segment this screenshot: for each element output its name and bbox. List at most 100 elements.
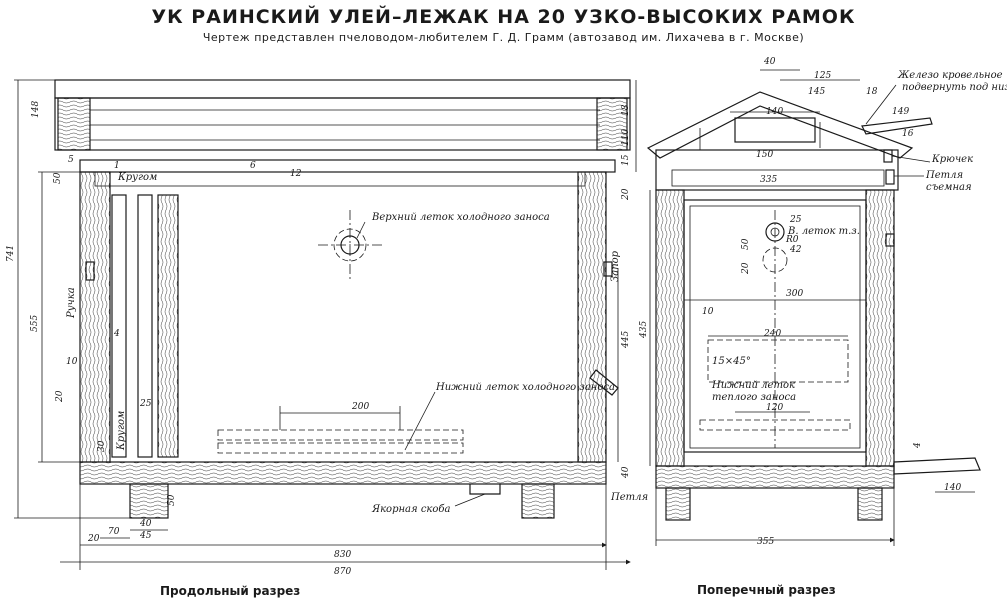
dim-c-149: 149 bbox=[892, 107, 909, 117]
dim-12: 12 bbox=[290, 169, 302, 179]
partition-board-2 bbox=[137, 194, 153, 458]
dim-4: 4 bbox=[113, 329, 120, 339]
label-lower-warm-2: теплого заноса bbox=[712, 392, 796, 403]
dim-c-300: 300 bbox=[786, 289, 803, 299]
label-upper-entrance: Верхний леток холодного заноса bbox=[371, 212, 550, 223]
end-wall-left bbox=[79, 171, 111, 463]
dim-c-4: 4 bbox=[913, 442, 923, 449]
caption-cross: Поперечный разрез bbox=[697, 583, 836, 597]
dim-c-435: 435 bbox=[639, 321, 649, 339]
label-removable-hinge-2: съемная bbox=[926, 182, 972, 193]
lid-end-right bbox=[596, 97, 628, 151]
dim-c-42: 42 bbox=[789, 245, 802, 255]
dim-c-335: 335 bbox=[760, 175, 777, 185]
dim-c-140: 140 bbox=[766, 107, 783, 117]
side-wall-left bbox=[655, 189, 685, 467]
dim-5: 5 bbox=[68, 155, 74, 165]
roof-iron bbox=[861, 117, 933, 135]
longitudinal-section: 741 555 148 50 5 1 6 12 200 25 10 20 4 3… bbox=[6, 79, 648, 577]
dim-length-inner: 830 bbox=[334, 550, 351, 560]
label-removable-hinge-1: Петля bbox=[925, 170, 963, 181]
dim-70: 70 bbox=[108, 527, 120, 537]
dim-c-25: 25 bbox=[789, 215, 802, 225]
dim-c-10: 10 bbox=[702, 307, 714, 317]
label-around-top: Кругом bbox=[117, 172, 157, 183]
dim-c-125: 125 bbox=[814, 71, 831, 81]
label-latch: Запор bbox=[610, 250, 621, 282]
partition-board-1 bbox=[111, 194, 127, 458]
dim-20b: 20 bbox=[87, 534, 100, 544]
dim-18: 18 bbox=[621, 104, 631, 116]
leg-right bbox=[521, 483, 555, 519]
drawing-title: УК РАИНСКИЙ УЛЕЙ–ЛЕЖАК НА 20 УЗКО-ВЫСОКИ… bbox=[151, 6, 856, 28]
frame-outline bbox=[683, 199, 867, 453]
lid-body bbox=[54, 97, 631, 151]
dim-c-145: 145 bbox=[808, 87, 825, 97]
dim-c-120: 120 bbox=[766, 403, 783, 413]
dim-overall-height: 741 bbox=[6, 245, 16, 262]
dim-445: 445 bbox=[621, 331, 631, 349]
label-upper-warm: В. леток т.з. bbox=[787, 226, 860, 237]
leg-left bbox=[129, 483, 169, 519]
dim-length-outer: 870 bbox=[334, 567, 351, 577]
dim-110: 110 bbox=[621, 129, 631, 146]
cross-leg-left bbox=[665, 487, 691, 521]
cross-lid bbox=[655, 149, 899, 191]
dim-20: 20 bbox=[55, 390, 65, 403]
latch bbox=[603, 261, 613, 277]
landing-board bbox=[893, 457, 981, 475]
label-chamfer: 15×45° bbox=[712, 356, 751, 367]
caption-longitudinal: Продольный разрез bbox=[160, 584, 301, 598]
hinge-right bbox=[589, 369, 619, 396]
dim-c-240: 240 bbox=[763, 329, 781, 339]
dim-30: 30 bbox=[97, 440, 107, 452]
dim-c-50: 50 bbox=[741, 238, 751, 250]
dim-25: 25 bbox=[139, 399, 152, 409]
removable-hinge bbox=[885, 169, 895, 185]
dim-c-40: 40 bbox=[763, 57, 776, 67]
dim-c-355: 355 bbox=[757, 537, 774, 547]
label-hinge: Петля bbox=[610, 492, 648, 503]
end-wall-right bbox=[577, 171, 607, 463]
cross-section: 40 125 145 18 149 16 140 150 335 25 42 R… bbox=[639, 57, 1007, 547]
dim-c-20: 20 bbox=[741, 262, 751, 275]
cross-leg-right bbox=[857, 487, 883, 521]
gable-roof bbox=[646, 91, 914, 159]
anchor-bracket bbox=[469, 484, 501, 495]
label-anchor-bracket: Якорная скоба bbox=[371, 504, 451, 515]
lid-top-board bbox=[54, 79, 631, 99]
dim-inner-height: 555 bbox=[30, 315, 40, 332]
dim-c-150: 150 bbox=[756, 150, 773, 160]
partition-board-3 bbox=[157, 194, 179, 458]
dim-200: 200 bbox=[351, 402, 369, 412]
dim-40: 40 bbox=[139, 519, 152, 529]
label-roof-iron-2: подвернуть под низ bbox=[902, 82, 1007, 93]
dim-6: 6 bbox=[250, 161, 256, 171]
dim-c-16: 16 bbox=[902, 129, 914, 139]
cover-board bbox=[94, 171, 586, 187]
label-handle: Ручка bbox=[66, 287, 77, 319]
drawing-subtitle: Чертеж представлен пчеловодом-любителем … bbox=[202, 31, 805, 44]
label-hook: Крючек bbox=[931, 154, 973, 165]
dim-40b: 40 bbox=[621, 466, 631, 479]
hive-floor bbox=[79, 461, 607, 485]
dim-10: 10 bbox=[66, 357, 78, 367]
dim-50a: 50 bbox=[53, 172, 63, 184]
dim-1: 1 bbox=[114, 161, 120, 171]
dim-20c: 20 bbox=[621, 188, 631, 201]
label-lower-entrance: Нижний леток холодного заноса bbox=[435, 382, 615, 393]
label-roof-iron-1: Железо кровельное bbox=[897, 70, 1003, 81]
label-lower-warm-1: Нижний леток bbox=[711, 380, 795, 391]
top-board bbox=[79, 159, 616, 173]
lid-end-left bbox=[57, 97, 91, 151]
label-around-side: Кругом bbox=[116, 411, 127, 451]
dim-c-R0: R0 bbox=[785, 235, 799, 245]
side-wall-right bbox=[865, 189, 895, 467]
dim-45: 45 bbox=[139, 531, 152, 541]
handle-left bbox=[85, 261, 95, 281]
cross-floor bbox=[655, 465, 895, 489]
dim-top: 148 bbox=[31, 101, 41, 118]
dim-c-18: 18 bbox=[866, 87, 878, 97]
hook bbox=[883, 149, 893, 163]
